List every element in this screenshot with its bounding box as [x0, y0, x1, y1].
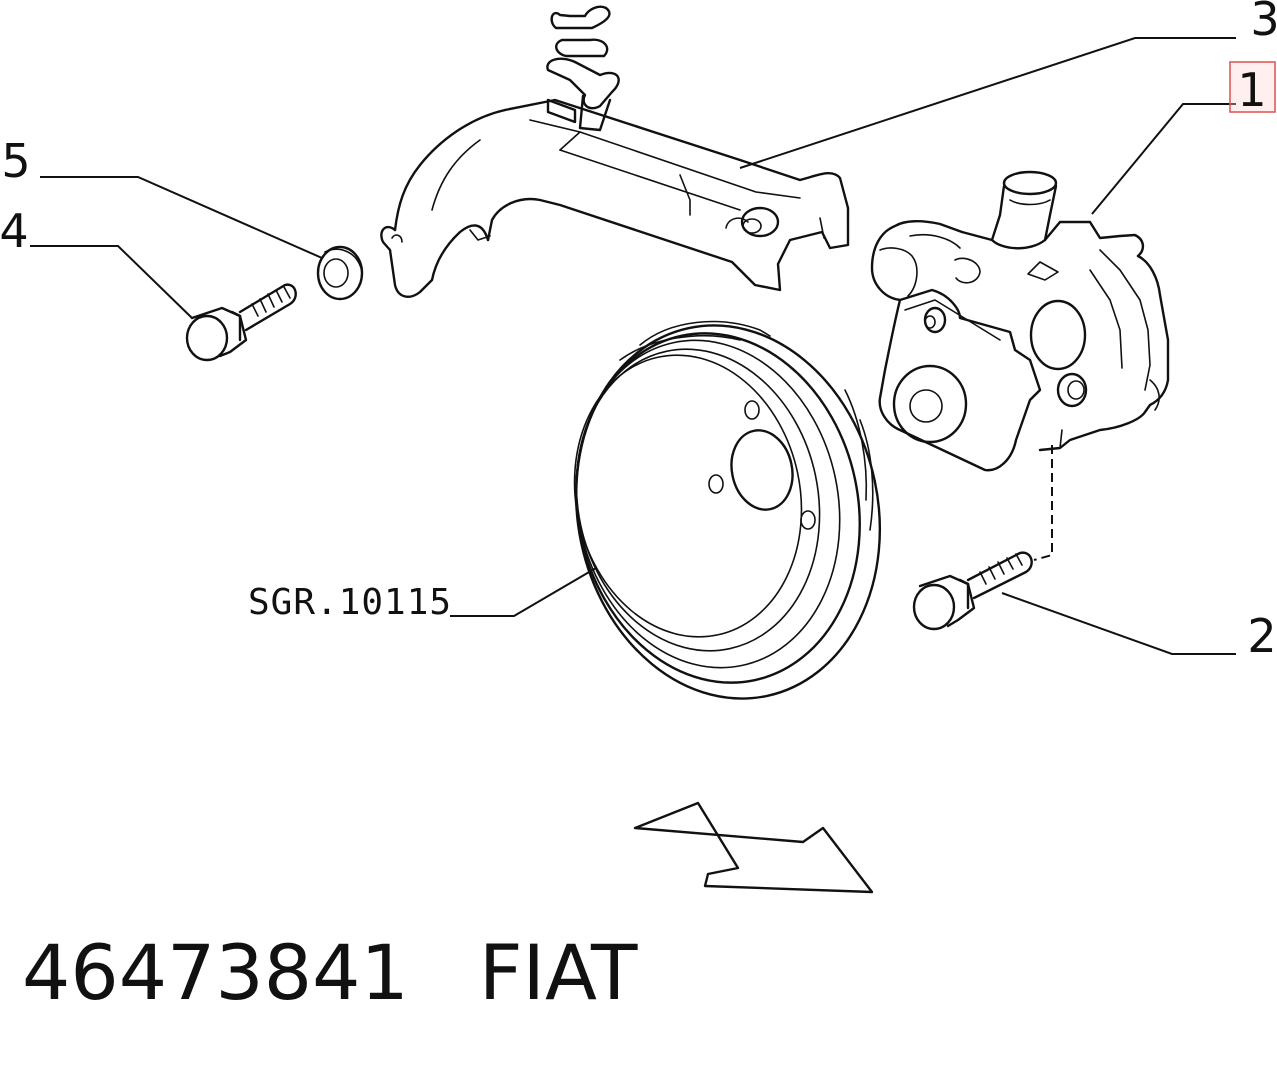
pump-bracket[interactable]: [380, 5, 850, 298]
callout-1-highlight: [1229, 61, 1276, 113]
callout-5-label[interactable]: 5: [1, 134, 30, 188]
pulley-reference-label[interactable]: SGR.10115: [248, 582, 452, 623]
callout-1-label: 1: [1237, 63, 1266, 117]
brand-name: FIAT: [478, 928, 638, 1017]
leader-lines: [30, 37, 1236, 655]
callout-2-label[interactable]: 2: [1247, 609, 1276, 663]
power-steering-pump[interactable]: [870, 170, 1170, 472]
direction-arrow-icon: [633, 801, 874, 894]
washer[interactable]: [316, 245, 364, 301]
callout-3-label[interactable]: 3: [1250, 0, 1277, 46]
pulley[interactable]: [542, 297, 914, 727]
callout-1[interactable]: 1: [1229, 61, 1276, 117]
bolt-part-2[interactable]: [912, 551, 1033, 631]
part-number: 46473841: [22, 928, 409, 1017]
bolt-part-4[interactable]: [185, 283, 297, 362]
callout-4-label[interactable]: 4: [0, 204, 29, 258]
